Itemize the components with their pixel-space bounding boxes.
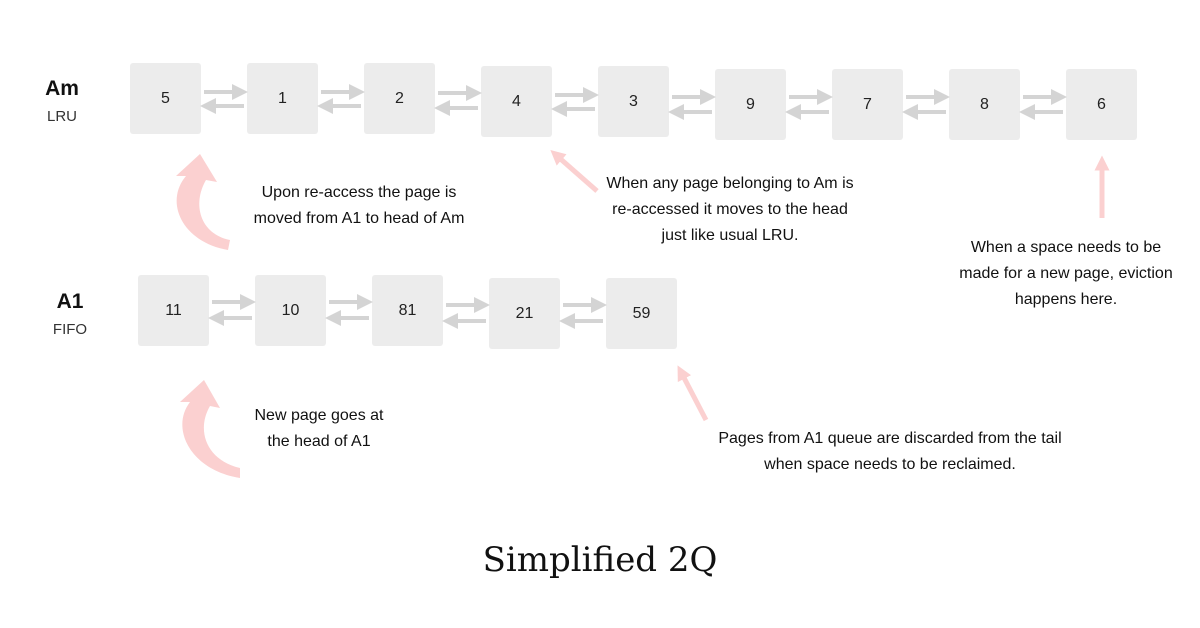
am-node: 6 (1066, 69, 1137, 140)
am-queue-type: LRU (46, 108, 77, 125)
annotation-reaccess-am: When any page belonging to Am is re-acce… (606, 175, 854, 244)
am-node: 9 (715, 69, 786, 140)
a1-label: A1 FIFO (25, 291, 115, 337)
a1-node: 10 (255, 275, 326, 346)
diagonal-arrow-icon (677, 365, 709, 422)
am-node: 5 (130, 63, 201, 134)
diagram-title: Simplified 2Q (482, 540, 718, 580)
annotation-new-page: New page goes at the head of A1 (254, 407, 384, 450)
a1-node: 11 (138, 275, 209, 346)
am-node: 4 (481, 66, 552, 137)
am-node: 3 (598, 66, 669, 137)
am-label: Am LRU (17, 78, 107, 124)
curved-arrow-icon (176, 154, 230, 250)
annotation-reaccess-a1: Upon re-access the page is moved from A1… (253, 184, 465, 227)
annotation-discard: Pages from A1 queue are discarded from t… (718, 430, 1062, 473)
curved-arrow-icon (180, 380, 240, 478)
am-node: 2 (364, 63, 435, 134)
a1-queue-name: A1 (56, 290, 84, 313)
a1-node: 81 (372, 275, 443, 346)
annotation-eviction: When a space needs to be made for a new … (959, 239, 1173, 308)
a1-node: 59 (606, 278, 677, 349)
a1-node: 21 (489, 278, 560, 349)
am-node: 1 (247, 63, 318, 134)
diagonal-arrow-icon (550, 150, 599, 193)
a1-queue-type: FIFO (52, 321, 88, 338)
am-node: 8 (949, 69, 1020, 140)
am-queue-name: Am (45, 77, 79, 100)
am-node: 7 (832, 69, 903, 140)
